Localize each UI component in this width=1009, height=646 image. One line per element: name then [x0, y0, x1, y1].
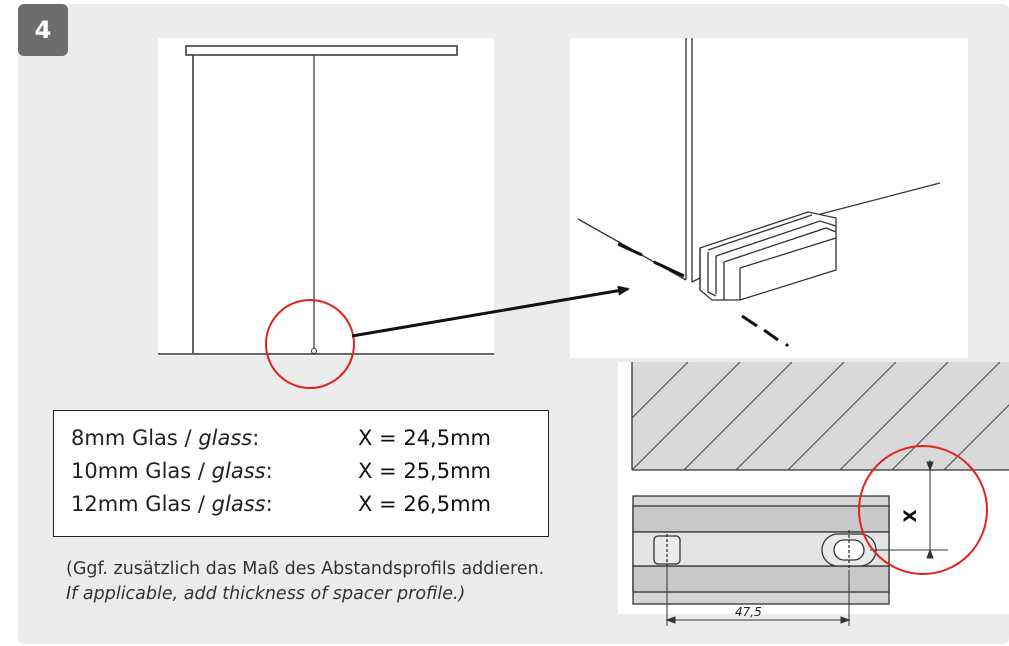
floor-guide-perspective-bg	[570, 38, 968, 358]
spec-row-10mm: 10mm Glas / glass:	[71, 459, 273, 483]
door-elevation	[158, 45, 494, 355]
spec-value-10mm: X = 25,5mm	[358, 459, 492, 483]
glass-thickness-spec-box: 8mm Glas / glass: X = 24,5mm 10mm Glas /…	[53, 410, 549, 537]
detail-arrow	[351, 285, 630, 338]
spec-value-12mm: X = 26,5mm	[358, 492, 492, 516]
floor-section-hatched	[631, 362, 1009, 471]
width-dimension-label: 47,5	[735, 605, 762, 619]
note-english: If applicable, add thickness of spacer p…	[66, 584, 466, 604]
step-number-badge: 4	[18, 4, 68, 56]
floor-guide-marker	[311, 348, 317, 354]
floor-guide-perspective	[577, 38, 941, 348]
floor-guide-section	[632, 495, 890, 605]
top-rail	[185, 45, 458, 56]
spec-row-12mm: 12mm Glas / glass:	[71, 492, 273, 516]
spacer-profile-note: (Ggf. zusätzlich das Maß des Abstandspro…	[66, 557, 544, 607]
spec-label: 12mm Glas	[71, 492, 192, 516]
spec-value-8mm: X = 24,5mm	[358, 426, 492, 450]
note-german: (Ggf. zusätzlich das Maß des Abstandspro…	[66, 559, 545, 579]
spec-row-8mm: 8mm Glas / glass:	[71, 426, 260, 450]
width-dimension	[665, 566, 851, 626]
spec-label: 8mm Glas	[71, 426, 178, 450]
section-highlight-circle	[858, 445, 988, 575]
x-dimension-label: X	[901, 509, 921, 522]
detail-highlight-circle	[265, 299, 355, 389]
x-dimension	[870, 460, 948, 559]
spec-label: 10mm Glas	[71, 459, 192, 483]
